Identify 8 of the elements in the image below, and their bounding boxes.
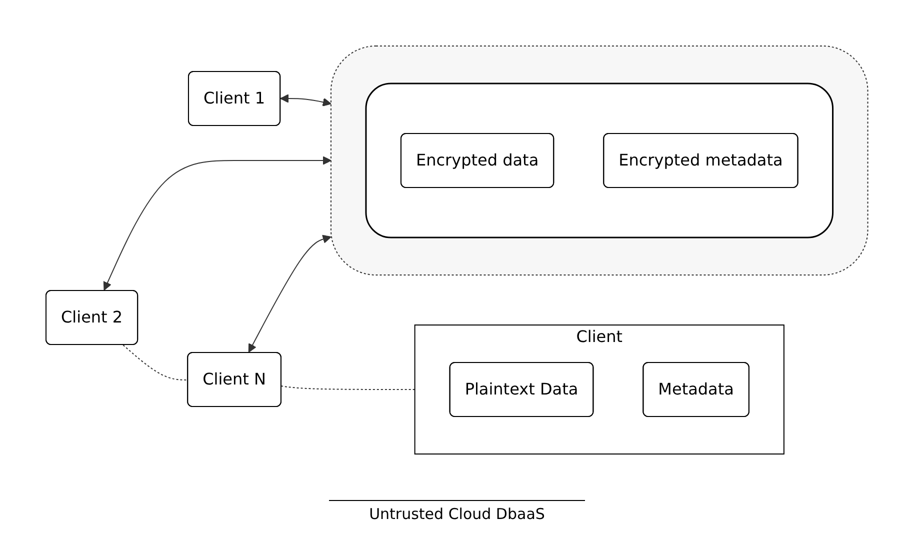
connector <box>122 344 189 380</box>
connector <box>280 386 416 390</box>
cluster <box>330 46 868 276</box>
cluster <box>365 82 834 238</box>
arrow <box>104 156 332 291</box>
arrow <box>248 234 332 353</box>
arrow <box>280 94 332 106</box>
diagram-caption: Untrusted Cloud DbaaS <box>329 500 585 527</box>
